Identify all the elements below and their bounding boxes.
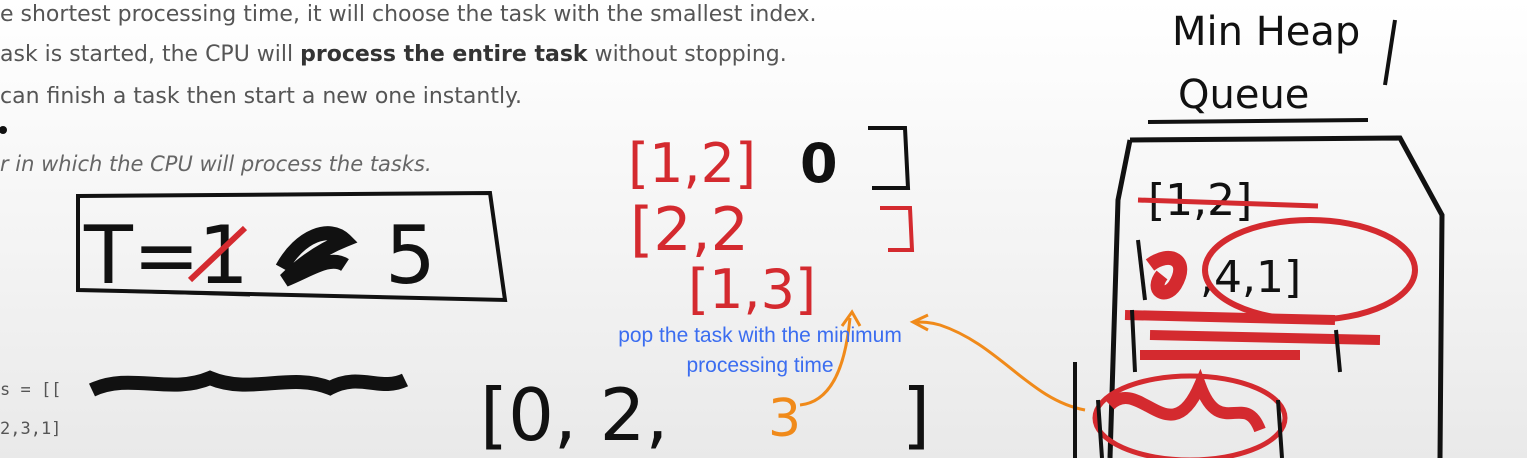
heap-scribble-1 (1145, 251, 1188, 300)
heap-title-underline (1147, 118, 1369, 124)
problem-text-line-4: r in which the CPU will process the task… (0, 152, 432, 176)
orange-arrowhead-heap (909, 313, 929, 332)
result-array-close: ] (902, 373, 930, 457)
heap-container-left (1107, 139, 1133, 458)
heap-item-1-strike (1137, 197, 1319, 209)
heap-item-2-bracket (1136, 239, 1147, 301)
heap-container-outline (1129, 135, 1445, 458)
code-line-2: 2,3,1] (0, 419, 62, 439)
annotation-line-1: pop the task with the minimum (618, 324, 902, 347)
task-list-item-3: [1,3] (688, 258, 816, 321)
result-array-open: [0, 2, (480, 373, 668, 457)
problem-text-line-1: e shortest processing time, it will choo… (0, 2, 817, 27)
time-label: T= (83, 209, 200, 302)
line2-bold: process the entire task (300, 42, 588, 67)
task-list-close-bracket (868, 126, 911, 190)
task-list-item-1: [1,2] (628, 132, 756, 195)
orange-arrow-up (799, 317, 852, 407)
line2-suffix: without stopping. (587, 42, 787, 67)
task-list-item-2: [2,2 (630, 195, 749, 265)
heap-bottom-circle (1092, 373, 1288, 458)
code-line-1: s = [[ (0, 380, 62, 400)
orange-arrowhead-up (840, 309, 862, 327)
problem-text-line-2: ask is started, the CPU will process the… (0, 42, 787, 67)
line2-prefix: ask is started, the CPU will (0, 42, 301, 67)
heap-scribble-3 (1105, 368, 1266, 433)
time-strike-red (187, 225, 248, 283)
time-box (76, 190, 508, 303)
result-array-orange: 3 (768, 389, 801, 449)
annotation-caption: pop the task with the minimum processing… (560, 321, 960, 381)
task-list-item-2-bracket (880, 206, 915, 252)
heap-scribble-2 (1124, 310, 1381, 360)
bullet-mark (0, 126, 7, 134)
problem-text-line-3: can finish a task then start a new one i… (0, 84, 522, 109)
time-struck-value: 1 (198, 209, 249, 302)
time-value: 5 (385, 209, 436, 302)
heap-title-tail (1383, 19, 1397, 86)
heap-item-4-bracket (1096, 399, 1284, 458)
task-list-item-1-index: 0 (800, 132, 838, 195)
heap-title-line-1: Min Heap (1172, 9, 1360, 55)
heap-item-3-bracket (1130, 309, 1342, 373)
time-scribble (275, 226, 358, 287)
code-scribble (89, 370, 409, 397)
orange-arrow-from-heap (914, 320, 1086, 412)
annotation-line-2: processing time (686, 354, 834, 377)
heap-title-line-2: Queue (1178, 72, 1309, 118)
time-box-underline (83, 288, 251, 297)
